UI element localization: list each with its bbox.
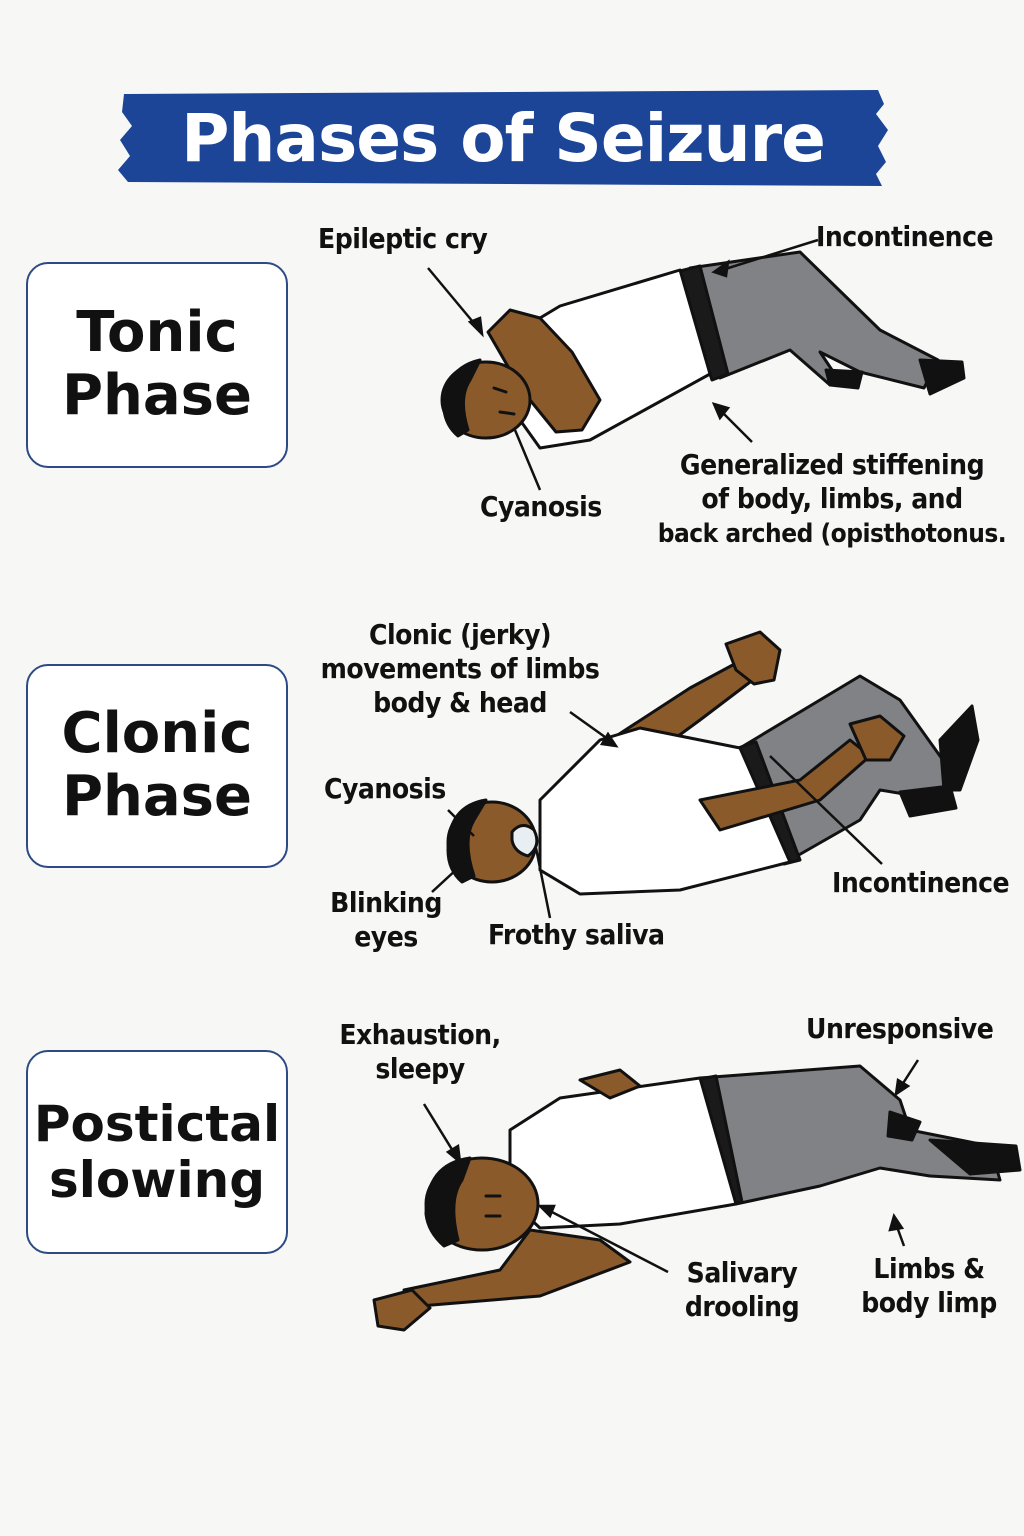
clonic-line-2: movements of limbs <box>320 652 600 686</box>
blinking-line-1: Blinking <box>330 886 442 919</box>
label-cyanosis-clonic: Cyanosis <box>324 772 446 805</box>
phase-box-tonic: Tonic Phase <box>26 262 288 468</box>
exhaustion-line-1: Exhaustion, <box>339 1018 501 1051</box>
label-limbs-body-limp: Limbs & body limp <box>844 1252 1014 1320</box>
phase-name-line2: slowing <box>49 1151 265 1209</box>
page-title: Phases of Seizure <box>181 99 826 177</box>
label-generalized-stiffening: Generalized stiffening of body, limbs, a… <box>640 448 1024 551</box>
blinking-line-2: eyes <box>354 920 418 954</box>
phase-box-clonic: Clonic Phase <box>26 664 288 868</box>
phase-box-postictal: Postictal slowing <box>26 1050 288 1254</box>
label-incontinence-tonic: Incontinence <box>816 220 994 253</box>
phase-name-line1: Clonic <box>61 701 253 767</box>
phase-name-line1: Postictal <box>33 1095 281 1153</box>
label-salivary-drooling: Salivary drooling <box>668 1256 816 1324</box>
limp-line-2: body limp <box>861 1286 997 1320</box>
label-clonic-movements: Clonic (jerky) movements of limbs body &… <box>300 618 620 720</box>
stiffening-line-3: back arched (opisthotonus. <box>657 519 1007 550</box>
clonic-line-3: body & head <box>373 686 547 720</box>
label-incontinence-clonic: Incontinence <box>832 866 1010 899</box>
salivary-line-2: drooling <box>684 1290 800 1324</box>
salivary-line-1: Salivary <box>686 1256 798 1289</box>
clonic-line-1: Clonic (jerky) <box>368 618 552 651</box>
phase-name-line2: Phase <box>61 764 252 829</box>
exhaustion-line-2: sleepy <box>375 1052 465 1086</box>
stiffening-line-1: Generalized stiffening <box>679 448 985 481</box>
label-blinking-eyes: Blinking eyes <box>318 886 454 954</box>
stiffening-line-2: of body, limbs, and <box>701 482 963 516</box>
label-unresponsive: Unresponsive <box>806 1012 994 1045</box>
title-banner: Phases of Seizure <box>118 90 888 186</box>
brush-stroke-banner <box>118 90 888 186</box>
label-frothy-saliva: Frothy saliva <box>488 918 665 951</box>
limp-line-1: Limbs & <box>873 1252 985 1285</box>
label-epileptic-cry: Epileptic cry <box>318 222 488 255</box>
phase-name-line2: Phase <box>61 363 252 428</box>
label-exhaustion-sleepy: Exhaustion, sleepy <box>318 1018 522 1086</box>
phase-name-line1: Tonic <box>76 300 238 366</box>
label-cyanosis-tonic: Cyanosis <box>480 490 602 523</box>
